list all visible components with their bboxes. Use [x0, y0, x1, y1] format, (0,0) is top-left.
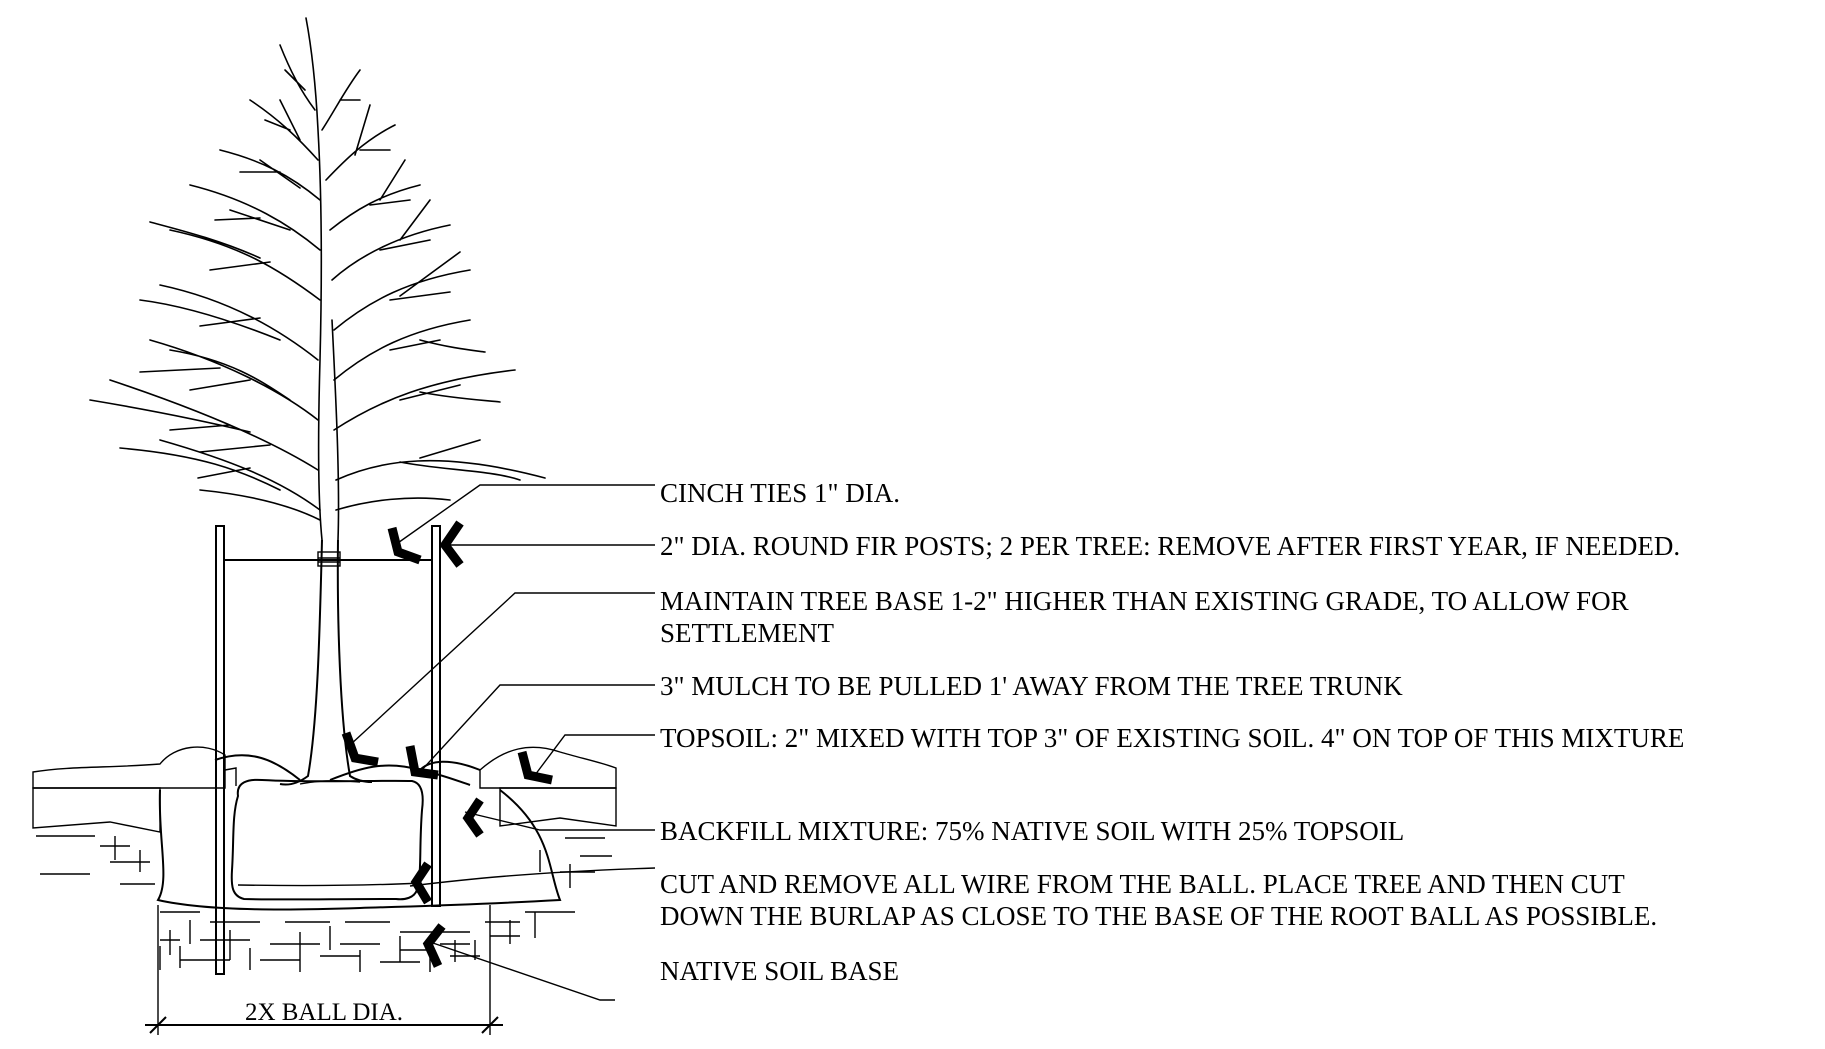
arrowheads [341, 520, 553, 968]
note-wire-line2: DOWN THE BURLAP AS CLOSE TO THE BASE OF … [660, 901, 1658, 931]
tree-canopy [89, 17, 546, 541]
native-soil-base [36, 835, 612, 972]
note-cinch-ties: CINCH TIES 1" DIA. [660, 478, 901, 508]
note-mulch: 3" MULCH TO BE PULLED 1' AWAY FROM THE T… [660, 671, 1403, 701]
tree-trunk [279, 539, 373, 786]
leader-lines [349, 484, 656, 1001]
note-native-soil: NATIVE SOIL BASE [660, 956, 899, 986]
note-tree-base-line1: MAINTAIN TREE BASE 1-2" HIGHER THAN EXIS… [660, 586, 1629, 616]
note-wire-line1: CUT AND REMOVE ALL WIRE FROM THE BALL. P… [660, 869, 1625, 899]
note-backfill: BACKFILL MIXTURE: 75% NATIVE SOIL WITH 2… [660, 816, 1405, 846]
existing-soil-layer [32, 787, 617, 833]
dimension-line: 2X BALL DIA. [145, 905, 503, 1035]
note-topsoil: TOPSOIL: 2" MIXED WITH TOP 3" OF EXISTIN… [660, 723, 1685, 753]
planting-pit [156, 789, 562, 911]
fir-posts [215, 525, 441, 975]
root-ball [230, 778, 424, 901]
topsoil-layer [32, 746, 617, 789]
note-tree-base-line2: SETTLEMENT [660, 618, 834, 648]
note-fir-posts: 2" DIA. ROUND FIR POSTS; 2 PER TREE: REM… [660, 531, 1681, 561]
dimension-label: 2X BALL DIA. [245, 999, 403, 1026]
